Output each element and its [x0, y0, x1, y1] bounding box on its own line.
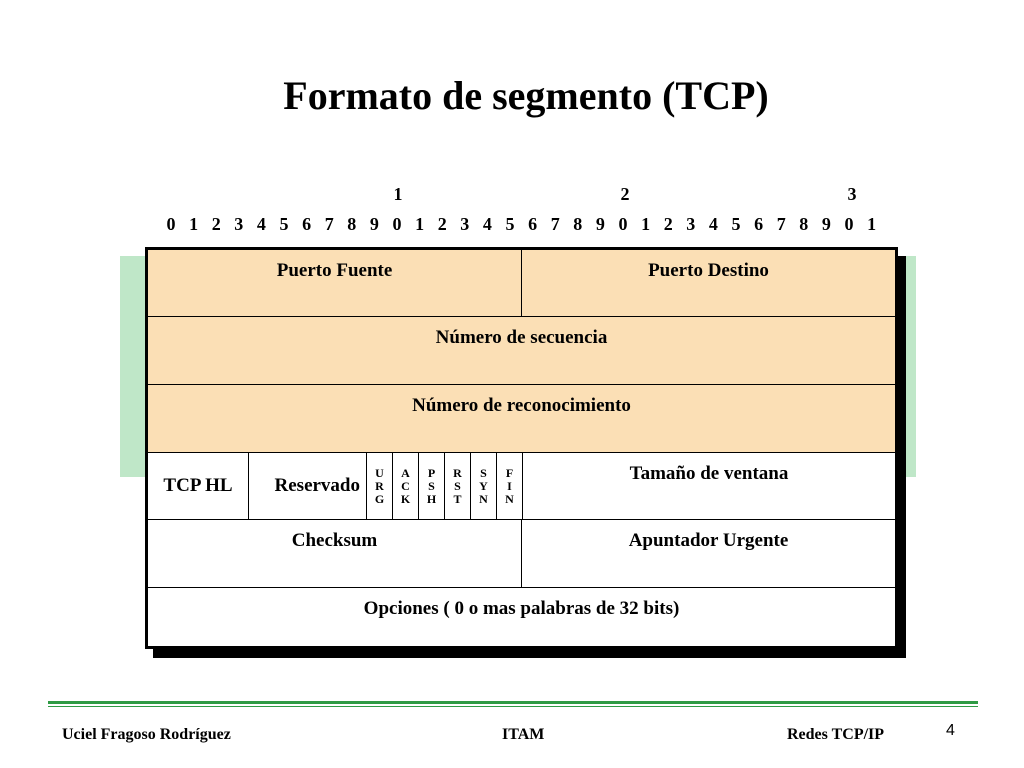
field-label: Puerto Fuente: [276, 260, 393, 281]
bit-ruler-tens: 1 2 3: [0, 184, 1024, 206]
flag-letter: R: [453, 465, 462, 480]
flag-letter: N: [479, 491, 488, 506]
bit-number: 7: [324, 214, 334, 234]
bit-number: 5: [505, 214, 515, 234]
page-number: 4: [946, 722, 955, 739]
bit-number: 6: [754, 214, 764, 234]
flag-letter: U: [375, 465, 384, 480]
bit-number: 1: [867, 214, 877, 234]
bit-number: 9: [369, 214, 379, 234]
footer-divider: [48, 701, 978, 704]
bit-number: 3: [686, 214, 696, 234]
bit-number: 2: [663, 214, 673, 234]
flag-letter: N: [505, 491, 514, 506]
bit-number: 9: [595, 214, 605, 234]
field-label: Apuntador Urgente: [628, 530, 789, 551]
field-label: Número de secuencia: [435, 327, 608, 348]
bit-number: 1: [415, 214, 425, 234]
field-tamano-ventana: Tamaño de ventana: [522, 452, 896, 520]
bit-number: 3: [460, 214, 470, 234]
field-label: Tamaño de ventana: [629, 463, 789, 484]
bit-number: 2: [211, 214, 221, 234]
flag-letter: C: [401, 478, 410, 493]
bit-number: 7: [550, 214, 560, 234]
flag-letter: G: [374, 491, 385, 506]
bit-number: 0: [844, 214, 854, 234]
field-label: Reservado: [274, 475, 360, 496]
bit-number: 4: [708, 214, 718, 234]
field-label: Puerto Destino: [648, 260, 769, 281]
bit-tens-label: 3: [847, 184, 857, 204]
bit-number: 3: [234, 214, 244, 234]
field-label: TCP HL: [163, 475, 233, 496]
bit-number: 1: [189, 214, 199, 234]
bit-number: 8: [347, 214, 357, 234]
bit-number: 0: [618, 214, 628, 234]
field-label: Opciones ( 0 o mas palabras de 32 bits): [363, 598, 680, 619]
field-reservado: Reservado: [248, 452, 367, 520]
field-label: Checksum: [291, 530, 378, 551]
field-puerto-destino: Puerto Destino: [521, 249, 896, 317]
field-label: Número de reconocimiento: [412, 395, 631, 416]
bit-number: 6: [528, 214, 538, 234]
slide-title: Formato de segmento (TCP): [283, 73, 769, 118]
flag-letter: P: [427, 465, 436, 480]
footer-author: Uciel Fragoso Rodríguez: [62, 726, 231, 743]
footer-divider-thin: [48, 706, 978, 707]
footer-institution: ITAM: [502, 726, 545, 743]
flag-letter: T: [453, 491, 462, 506]
bit-number: 2: [437, 214, 447, 234]
flag-letter: Y: [479, 478, 488, 493]
bit-number: 4: [256, 214, 266, 234]
bit-number: 8: [799, 214, 809, 234]
flag-letter: S: [428, 478, 435, 493]
bit-number: 0: [392, 214, 402, 234]
field-tcp-hl: TCP HL: [147, 452, 249, 520]
bit-number: 1: [641, 214, 651, 234]
bit-number: 5: [731, 214, 741, 234]
bit-number: 9: [821, 214, 831, 234]
bit-number: 5: [279, 214, 289, 234]
bit-tens-label: 2: [620, 184, 630, 204]
bit-number: 6: [302, 214, 312, 234]
tcp-header-diagram: Puerto Fuente Puerto Destino Número de s…: [145, 247, 898, 649]
flag-letter: K: [400, 491, 411, 506]
flag-letter: S: [454, 478, 461, 493]
flag-letter: I: [507, 478, 512, 493]
bit-number: 8: [573, 214, 583, 234]
field-numero-secuencia: Número de secuencia: [147, 316, 896, 385]
field-opciones: Opciones ( 0 o mas palabras de 32 bits): [147, 587, 896, 647]
bit-tens-label: 1: [393, 184, 403, 204]
flag-letter: R: [375, 478, 384, 493]
flag-letter: A: [401, 465, 410, 480]
bit-number: 7: [776, 214, 786, 234]
field-numero-reconocimiento: Número de reconocimiento: [147, 384, 896, 453]
field-apuntador-urgente: Apuntador Urgente: [521, 519, 896, 588]
bit-number: 4: [482, 214, 492, 234]
flag-letter: F: [505, 465, 514, 480]
field-puerto-fuente: Puerto Fuente: [147, 249, 522, 317]
flag-letter: H: [426, 491, 437, 506]
field-checksum: Checksum: [147, 519, 522, 588]
footer-course: Redes TCP/IP: [787, 726, 885, 743]
flag-letter: S: [480, 465, 487, 480]
bit-number: 0: [166, 214, 176, 234]
